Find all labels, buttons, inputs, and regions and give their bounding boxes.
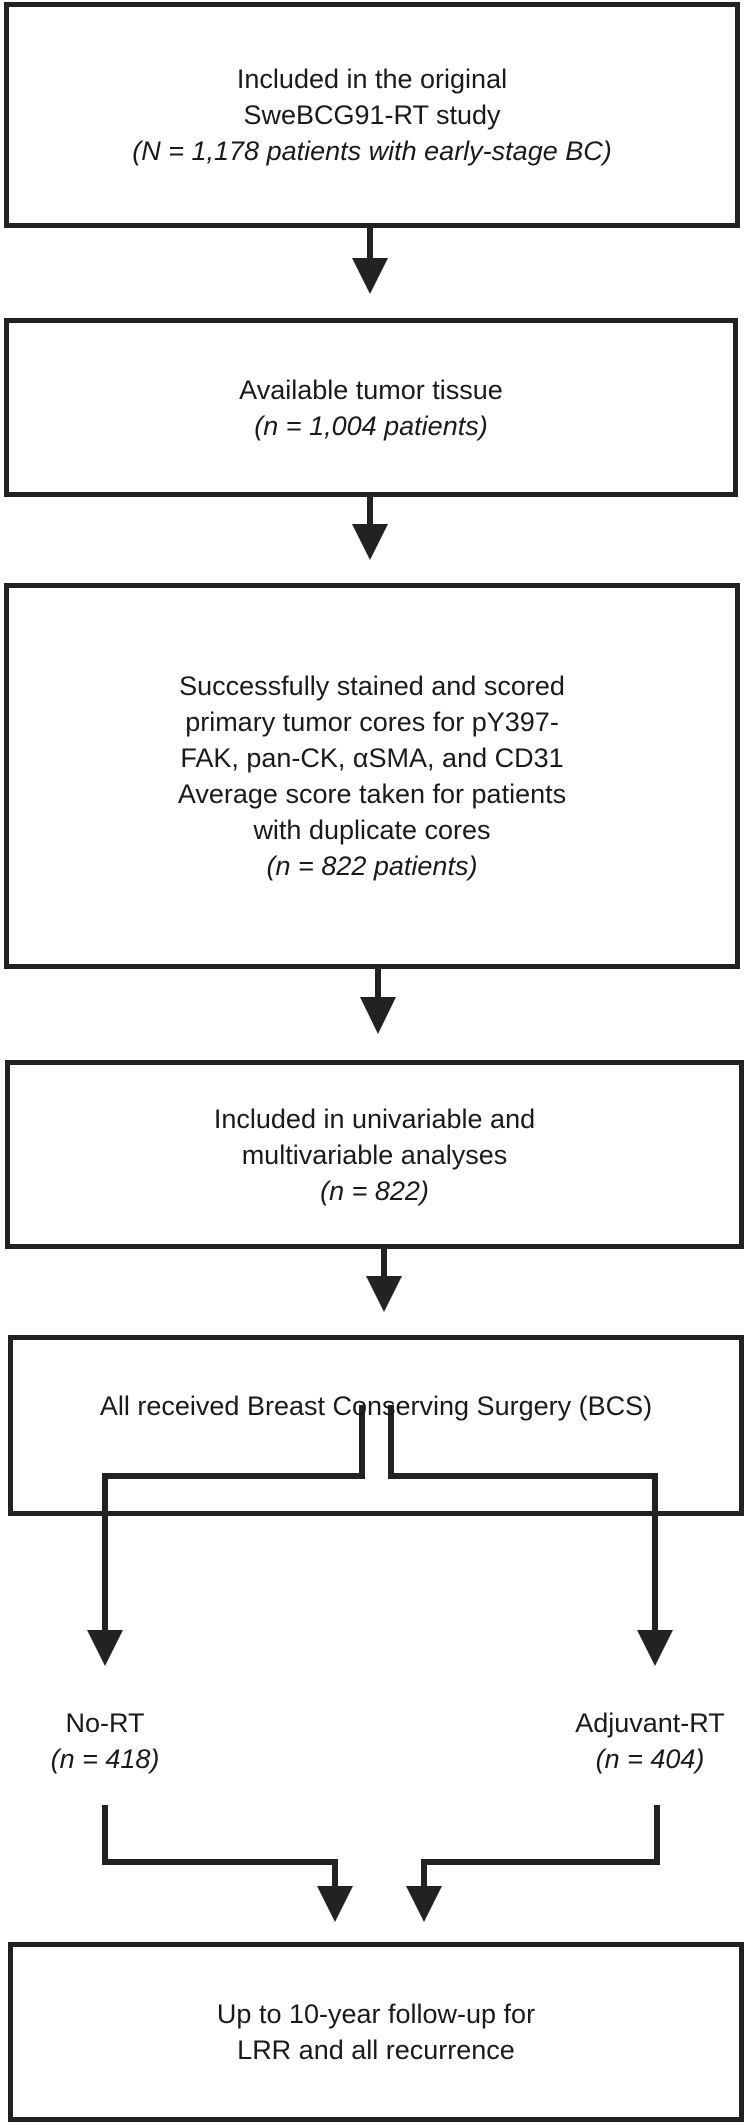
arrow-no-rt-to-followup [102, 1805, 338, 1890]
arrowhead [352, 258, 388, 294]
box-text-line: SweBCG91-RT study [243, 100, 501, 130]
box-original-study: Included in the original SweBCG91-RT stu… [4, 2, 740, 228]
box-text-line: multivariable analyses [241, 1139, 508, 1170]
box-text-line: Included in the original [236, 64, 508, 94]
arrow-bcs-to-adjuvant-rt [388, 1405, 658, 1632]
box-text-line: All received Breast Conserving Surgery (… [99, 1390, 653, 1421]
arrowhead [352, 524, 388, 560]
arm-count: (n = 404) [595, 1744, 705, 1774]
box-text-line: Included in univariable and [213, 1103, 536, 1134]
box-tumor-tissue: Available tumor tissue (n = 1,004 patien… [4, 318, 738, 497]
arrowhead [406, 1886, 442, 1922]
patient-count: (n = 822 patients) [266, 851, 478, 881]
box-stained-scored: Successfully stained and scored primary … [4, 583, 740, 969]
arrowhead [87, 1630, 123, 1666]
box-text-line: FAK, pan-CK, αSMA, and CD31 [180, 743, 564, 773]
box-text-line: Up to 10-year follow-up for [216, 1999, 536, 2029]
arrowhead [637, 1630, 673, 1666]
arm-count: (n = 418) [50, 1744, 160, 1774]
box-follow-up: Up to 10-year follow-up for LRR and all … [8, 1942, 744, 2122]
box-text-line: primary tumor cores for pY397- [185, 707, 559, 737]
patient-count: (n = 1,004 patients) [254, 410, 488, 441]
box-text-line: with duplicate cores [253, 815, 491, 845]
arrowhead [366, 1276, 402, 1312]
arm-label: No-RT [65, 1708, 145, 1738]
box-text-line: LRR and all recurrence [237, 2035, 515, 2065]
patient-count: (n = 822) [320, 1175, 429, 1206]
arm-adjuvant-rt: Adjuvant-RT (n = 404) [560, 1705, 740, 1777]
arrowhead [317, 1886, 353, 1922]
box-analyses: Included in univariable and multivariabl… [5, 1060, 744, 1249]
box-text-line: Average score taken for patients [177, 779, 567, 809]
arrowhead [360, 997, 396, 1034]
box-bcs: All received Breast Conserving Surgery (… [8, 1335, 744, 1516]
box-text-line: Successfully stained and scored [179, 671, 565, 701]
arrow-bcs-to-no-rt [102, 1405, 365, 1632]
patient-count: (N = 1,178 patients with early-stage BC) [132, 136, 612, 166]
arm-label: Adjuvant-RT [575, 1708, 725, 1738]
arrow-adjuvant-rt-to-followup [421, 1805, 660, 1890]
box-text-line: Available tumor tissue [239, 374, 503, 405]
arm-no-rt: No-RT (n = 418) [20, 1705, 190, 1777]
